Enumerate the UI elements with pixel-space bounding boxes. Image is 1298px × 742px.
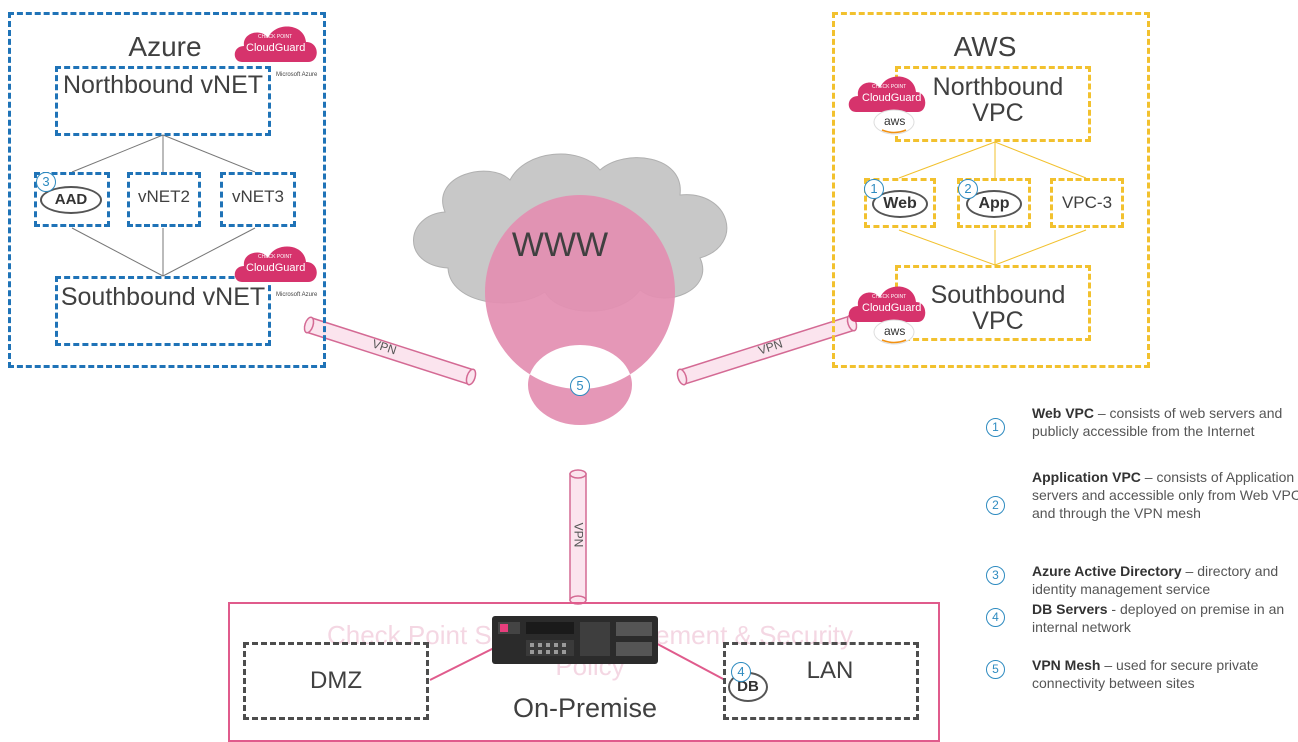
- web-oval: Web: [872, 190, 928, 218]
- gateway-appliance-icon: [490, 612, 660, 668]
- azure-region: [8, 12, 326, 368]
- aad-oval: AAD: [40, 186, 102, 214]
- app-marker: 2: [958, 179, 978, 199]
- aws-title: AWS: [953, 31, 1017, 62]
- aws-link-vpc3-north: [994, 141, 1087, 179]
- legend-number: 4: [986, 608, 1005, 627]
- aws-app-box: [957, 178, 1031, 228]
- legend-item-web-vpc: 1 Web VPC – consists of web servers and …: [976, 404, 1296, 464]
- aad-marker: 3: [36, 172, 56, 192]
- vpc3-label: VPC-3: [1061, 193, 1113, 212]
- azure-northbound-label: Northbound vNET: [62, 71, 264, 99]
- vpn-mesh-ring: [485, 195, 675, 425]
- vpn-pipe-onprem: [569, 469, 587, 605]
- azure-vnet3-box: [220, 172, 296, 227]
- onprem-title: On-Premise: [512, 693, 658, 723]
- mesh-marker: 5: [570, 376, 590, 396]
- web-marker: 1: [864, 179, 884, 199]
- cloudguard-logo-icon: [234, 26, 317, 62]
- dmz-label: DMZ: [310, 667, 362, 694]
- legend-number: 2: [986, 496, 1005, 515]
- aws-link-vpc3-south: [994, 229, 1087, 266]
- cloudguard-azure-badge-top: CHECK POINT CloudGuard Microsoft Azure: [232, 14, 332, 86]
- azure-link-vnet3-south: [162, 227, 256, 277]
- link-lan-gateway: [649, 639, 726, 681]
- azure-southbound-box: [55, 276, 271, 346]
- vpn-label-onprem: VPN: [571, 522, 586, 548]
- cloudguard-azure-badge-bottom: CHECK POINT CloudGuard Microsoft Azure: [232, 234, 332, 306]
- vnet3-label: vNET3: [232, 187, 284, 206]
- azure-title: Azure: [128, 31, 202, 62]
- app-oval: App: [966, 190, 1022, 218]
- aws-link-web-south: [898, 229, 996, 266]
- legend-number: 3: [986, 566, 1005, 585]
- cloudguard-aws-badge-top: CHECK POINT CloudGuard aws: [848, 62, 938, 138]
- lan-box: [723, 642, 919, 720]
- legend-item-application-vpc: 2 Application VPC – consists of Applicat…: [976, 468, 1298, 548]
- legend-item-azure-ad: 3 Azure Active Directory – directory and…: [976, 562, 1296, 598]
- db-marker: 4: [731, 662, 751, 682]
- azure-link-aad-south: [71, 227, 164, 277]
- azure-link-aad-north: [71, 134, 164, 173]
- aws-southbound-label: Southbound VPC: [930, 281, 1066, 336]
- aws-vpc3-box: [1050, 178, 1124, 228]
- vnet2-label: vNET2: [138, 187, 190, 206]
- aws-northbound-label: Northbound VPC: [932, 73, 1064, 128]
- legend-item-vpn-mesh: 5 VPN Mesh – used for secure private con…: [976, 656, 1296, 692]
- legend-number: 5: [986, 660, 1005, 679]
- azure-aad-box: [34, 172, 110, 227]
- cloudguard-logo-icon: [848, 76, 926, 135]
- cloudguard-logo-icon: [234, 246, 317, 282]
- azure-link-vnet3-north: [162, 134, 256, 173]
- vpn-pipe-azure: [303, 316, 477, 386]
- cloudguard-logo-icon: [848, 286, 926, 345]
- legend-number: 1: [986, 418, 1005, 437]
- azure-northbound-box: [55, 66, 271, 136]
- aws-region: [832, 12, 1150, 368]
- dmz-box: [243, 642, 429, 720]
- internet-label: WWW: [511, 226, 609, 264]
- vpn-pipe-aws: [676, 314, 858, 386]
- aws-web-box: [864, 178, 936, 228]
- azure-vnet2-box: [127, 172, 201, 227]
- azure-southbound-label: Southbound vNET: [60, 283, 266, 311]
- cloudguard-aws-badge-bottom: CHECK POINT CloudGuard aws: [848, 272, 938, 348]
- legend-item-db-servers: 4 DB Servers - deployed on premise in an…: [976, 600, 1296, 636]
- lan-label: LAN: [806, 657, 854, 684]
- aws-link-web-north: [898, 141, 996, 179]
